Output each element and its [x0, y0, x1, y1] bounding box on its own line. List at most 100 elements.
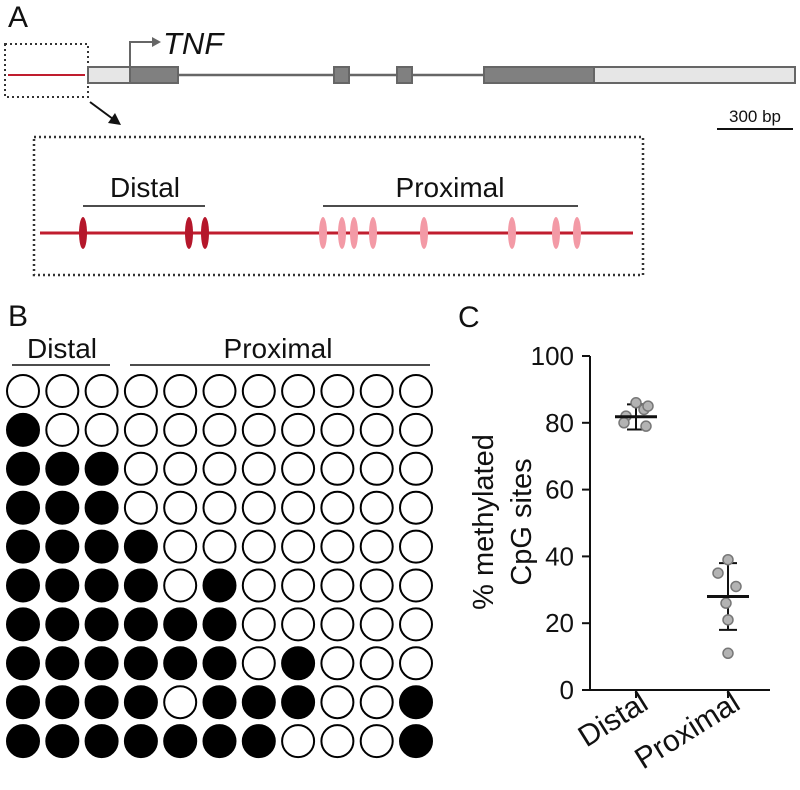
- grid-distal-label: Distal: [27, 333, 97, 364]
- methylated-cpg-circle: [84, 685, 119, 720]
- methylated-cpg-circle: [84, 724, 119, 759]
- cpg-site-proximal-6: [508, 217, 516, 249]
- methylation-chart: % methylated CpG sites 020406080100Dista…: [468, 341, 770, 776]
- cpg-site-distal-2: [185, 217, 193, 249]
- data-point: [642, 400, 654, 412]
- cpg-site-distal-1: [79, 217, 87, 249]
- unmethylated-cpg-circle: [320, 451, 355, 486]
- data-point: [722, 553, 734, 566]
- tss-arrowhead: [152, 37, 161, 47]
- unmethylated-cpg-circle: [241, 607, 276, 642]
- y-axis-label-line-1: % methylated: [468, 434, 500, 610]
- cpg-site-proximal-7: [552, 217, 560, 249]
- data-point: [720, 597, 732, 609]
- unmethylated-cpg-circle: [241, 646, 276, 681]
- zoom-arrowhead: [108, 113, 121, 125]
- methylated-cpg-circle: [399, 724, 433, 759]
- unmethylated-cpg-circle: [320, 607, 355, 642]
- methylated-cpg-circle: [163, 646, 198, 681]
- methylated-cpg-circle: [123, 685, 158, 720]
- distal-region-label: Distal: [110, 172, 180, 203]
- unmethylated-cpg-circle: [163, 490, 198, 525]
- methylated-cpg-circle: [163, 724, 198, 759]
- methylated-cpg-circle: [202, 685, 237, 720]
- unmethylated-cpg-circle: [359, 374, 394, 408]
- methylated-cpg-circle: [84, 568, 119, 603]
- unmethylated-cpg-circle: [163, 412, 198, 447]
- methylated-cpg-circle: [84, 646, 119, 681]
- unmethylated-cpg-circle: [163, 451, 198, 486]
- unmethylated-cpg-circle: [241, 412, 276, 447]
- y-tick-label: 0: [560, 675, 574, 705]
- methylated-cpg-circle: [202, 568, 237, 603]
- unmethylated-cpg-circle: [281, 490, 316, 525]
- unmethylated-cpg-circle: [241, 529, 276, 564]
- methylated-cpg-circle: [6, 529, 40, 564]
- exon-1: [129, 66, 179, 84]
- proximal-region-label: Proximal: [396, 172, 505, 203]
- zoom-source-box: [4, 43, 89, 98]
- methylated-cpg-circle: [163, 607, 198, 642]
- unmethylated-cpg-circle: [123, 412, 158, 447]
- unmethylated-cpg-circle: [320, 529, 355, 564]
- exon-3: [396, 66, 413, 84]
- unmethylated-cpg-circle: [359, 646, 394, 681]
- unmethylated-cpg-circle: [399, 412, 433, 447]
- methylated-cpg-circle: [241, 724, 276, 759]
- cpg-site-proximal-4: [369, 217, 377, 249]
- unmethylated-cpg-circle: [320, 568, 355, 603]
- unmethylated-cpg-circle: [320, 490, 355, 525]
- unmethylated-cpg-circle: [123, 374, 158, 408]
- methylated-cpg-circle: [84, 607, 119, 642]
- methylated-cpg-circle: [281, 646, 316, 681]
- y-axis-label-line-2: CpG sites: [506, 458, 538, 585]
- clone-grid: [6, 374, 433, 759]
- unmethylated-cpg-circle: [359, 490, 394, 525]
- methylated-cpg-circle: [123, 607, 158, 642]
- unmethylated-cpg-circle: [399, 646, 433, 681]
- unmethylated-cpg-circle: [123, 490, 158, 525]
- unmethylated-cpg-circle: [359, 529, 394, 564]
- grid-proximal-label: Proximal: [224, 333, 333, 364]
- unmethylated-cpg-circle: [320, 646, 355, 681]
- unmethylated-cpg-circle: [202, 490, 237, 525]
- methylated-cpg-circle: [45, 685, 80, 720]
- data-point: [640, 420, 652, 432]
- unmethylated-cpg-circle: [202, 412, 237, 447]
- unmethylated-cpg-circle: [359, 724, 394, 759]
- unmethylated-cpg-circle: [399, 490, 433, 525]
- methylated-cpg-circle: [6, 685, 40, 720]
- methylated-cpg-circle: [45, 451, 80, 486]
- unmethylated-cpg-circle: [202, 451, 237, 486]
- unmethylated-cpg-circle: [359, 568, 394, 603]
- y-tick-label: 20: [545, 608, 574, 638]
- methylated-cpg-circle: [45, 646, 80, 681]
- unmethylated-cpg-circle: [45, 412, 80, 447]
- unmethylated-cpg-circle: [320, 412, 355, 447]
- y-tick-label: 60: [545, 475, 574, 505]
- utr-3-exon: [593, 66, 796, 84]
- cpg-site-distal-3: [201, 217, 209, 249]
- cpg-site-proximal-3: [350, 217, 358, 249]
- unmethylated-cpg-circle: [320, 374, 355, 408]
- y-tick-label: 40: [545, 541, 574, 571]
- exon-4: [483, 66, 595, 84]
- methylated-cpg-circle: [84, 490, 119, 525]
- unmethylated-cpg-circle: [45, 374, 80, 408]
- unmethylated-cpg-circle: [163, 685, 198, 720]
- unmethylated-cpg-circle: [84, 412, 119, 447]
- unmethylated-cpg-circle: [241, 490, 276, 525]
- unmethylated-cpg-circle: [6, 374, 40, 408]
- methylated-cpg-circle: [202, 607, 237, 642]
- methylated-cpg-circle: [45, 607, 80, 642]
- unmethylated-cpg-circle: [399, 451, 433, 486]
- data-point: [730, 580, 742, 593]
- unmethylated-cpg-circle: [163, 568, 198, 603]
- panel-a-label: A: [8, 1, 28, 34]
- unmethylated-cpg-circle: [241, 568, 276, 603]
- gene-name: TNF: [163, 26, 225, 61]
- methylated-cpg-circle: [45, 490, 80, 525]
- unmethylated-cpg-circle: [399, 529, 433, 564]
- data-point: [618, 417, 630, 429]
